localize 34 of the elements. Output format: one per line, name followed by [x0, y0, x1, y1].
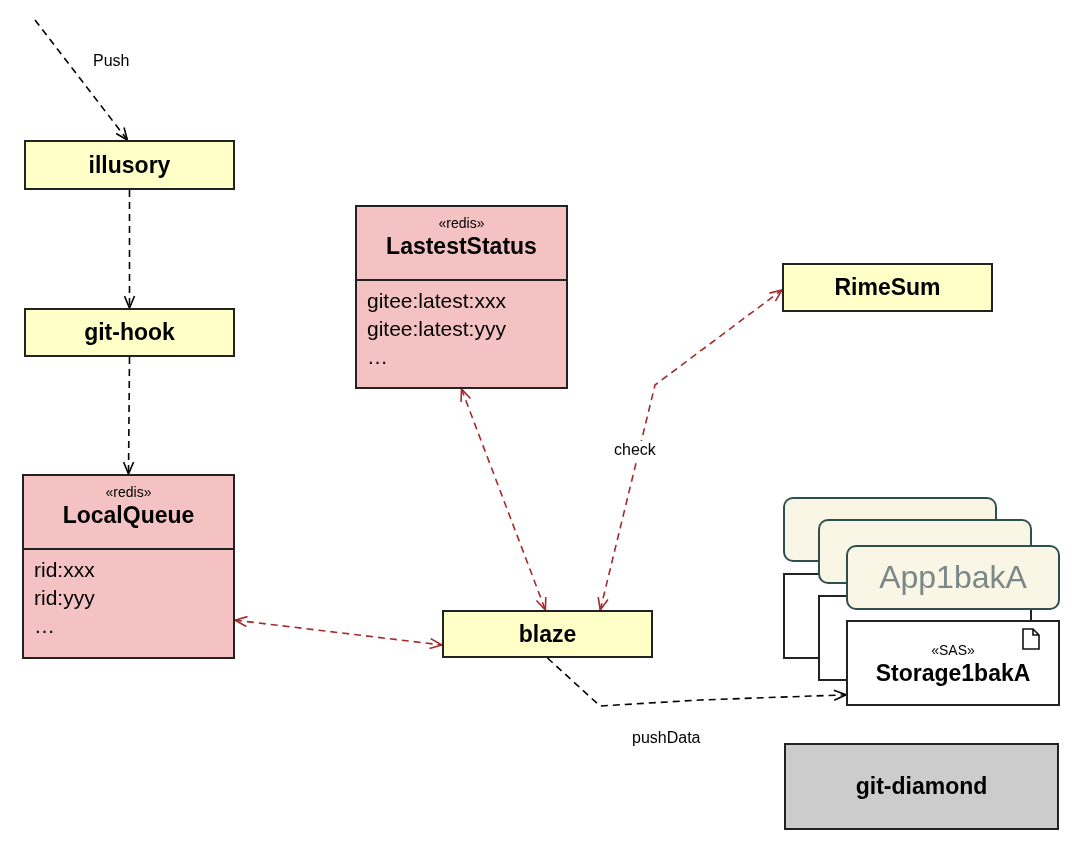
component-box	[784, 743, 1059, 830]
dependency-arrow	[597, 289, 783, 611]
attribute-text: gitee:latest:xxx	[367, 288, 507, 314]
component-box	[24, 308, 235, 357]
attribute-text: …	[34, 613, 56, 639]
component-name: RimeSum	[834, 274, 941, 301]
dependency-arrow	[34, 19, 129, 141]
component-name: git-diamond	[855, 773, 988, 800]
component-name: git-hook	[84, 319, 175, 346]
stereotype-label: «SAS»	[930, 642, 976, 658]
artifact-name: App1bakA	[879, 559, 1027, 596]
artifact-name: Storage1bakA	[874, 660, 1032, 687]
attribute-text: rid:yyy	[34, 585, 96, 611]
dependency-arrow	[123, 189, 136, 309]
component-name: illusory	[88, 151, 171, 179]
component-box	[442, 610, 653, 658]
attribute-text: …	[367, 344, 389, 370]
class-box	[355, 205, 568, 389]
class-name: LocalQueue	[61, 502, 196, 529]
dependency-arrow	[234, 615, 443, 650]
stereotype-label: «redis»	[437, 215, 486, 231]
dependency-arrow	[122, 356, 135, 475]
attribute-text: rid:xxx	[34, 557, 96, 583]
component-box	[24, 140, 235, 190]
dependency-arrow	[460, 388, 547, 611]
dependency-arrow	[546, 657, 847, 707]
component-name: blaze	[518, 620, 577, 648]
stereotype-label: «redis»	[104, 484, 153, 500]
class-name: LastestStatus	[385, 233, 538, 260]
component-box	[782, 263, 993, 312]
edge-label: check	[612, 441, 658, 459]
class-box	[22, 474, 235, 659]
edge-label: pushData	[630, 729, 703, 747]
attribute-text: gitee:latest:yyy	[367, 316, 507, 342]
